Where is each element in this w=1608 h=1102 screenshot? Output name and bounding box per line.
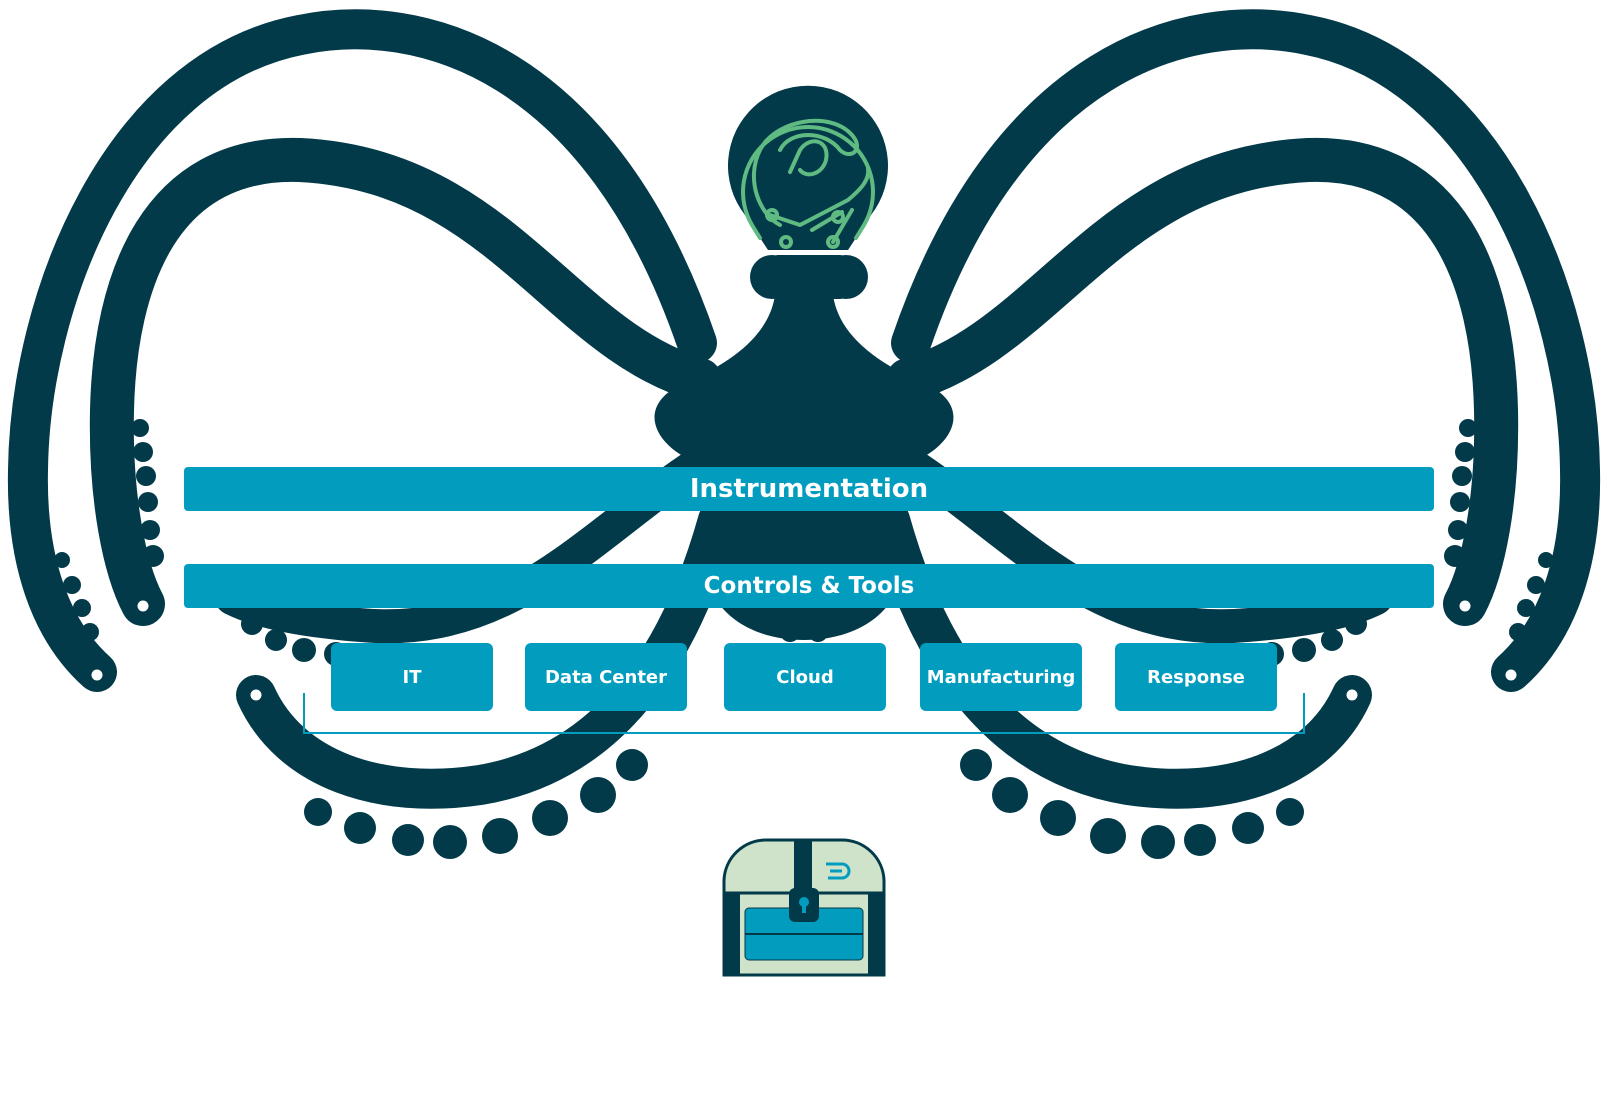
tentacle-outer-right [891, 9, 1601, 692]
sucker [1450, 492, 1470, 512]
tentacle-tip [1454, 595, 1476, 617]
sucker [1090, 818, 1126, 854]
sucker [1040, 800, 1076, 836]
tentacle-inner-left [89, 137, 722, 626]
tentacle-bottom-left [236, 500, 738, 809]
sucker [1444, 545, 1466, 567]
domain-cloud: Cloud [724, 643, 886, 711]
sucker [532, 800, 568, 836]
domains-bracket [303, 693, 1305, 734]
sucker [131, 419, 149, 437]
sucker [344, 812, 376, 844]
sucker [1184, 824, 1216, 856]
tentacle-tip [1500, 664, 1522, 686]
tentacle-inner-right [886, 137, 1519, 626]
sucker [1455, 442, 1475, 462]
sucker [1141, 825, 1175, 859]
tentacle-outer-left [7, 9, 717, 692]
tentacle-tip [132, 595, 154, 617]
sucker [392, 824, 424, 856]
sucker [304, 798, 332, 826]
sucker [616, 749, 648, 781]
tentacle-tip [245, 684, 267, 706]
sucker [63, 576, 81, 594]
sucker [960, 749, 992, 781]
sucker [1459, 419, 1477, 437]
sucker [81, 623, 99, 641]
sucker [992, 777, 1028, 813]
domain-data-center: Data Center [525, 643, 687, 711]
sucker [1276, 798, 1304, 826]
domain-it: IT [331, 643, 493, 711]
treasure-chest-icon [722, 838, 886, 977]
sucker [138, 492, 158, 512]
sucker [140, 520, 160, 540]
sucker [292, 638, 316, 662]
sucker [1527, 576, 1545, 594]
sucker [54, 552, 70, 568]
sucker [433, 825, 467, 859]
sucker [1448, 520, 1468, 540]
tentacle-bottom-right [870, 500, 1372, 809]
sucker [1345, 613, 1367, 635]
sucker [1232, 812, 1264, 844]
domain-response: Response [1115, 643, 1277, 711]
sucker [133, 442, 153, 462]
tentacle-tip [86, 664, 108, 686]
controls-tools-layer: Controls & Tools [184, 564, 1434, 608]
sucker [1292, 638, 1316, 662]
sucker [241, 613, 263, 635]
sucker [1509, 623, 1527, 641]
sucker [142, 545, 164, 567]
octopus-neck [750, 255, 868, 299]
sucker [1538, 552, 1554, 568]
sucker [1452, 466, 1472, 486]
sucker [265, 629, 287, 651]
sucker [136, 466, 156, 486]
sucker [482, 818, 518, 854]
tentacle-tip [1341, 684, 1363, 706]
sucker [1517, 599, 1535, 617]
circuit-brain-icon [728, 85, 888, 250]
sucker [73, 599, 91, 617]
sucker [1321, 629, 1343, 651]
domain-manufacturing: Manufacturing [920, 643, 1082, 711]
sucker [580, 777, 616, 813]
instrumentation-layer: Instrumentation [184, 467, 1434, 511]
